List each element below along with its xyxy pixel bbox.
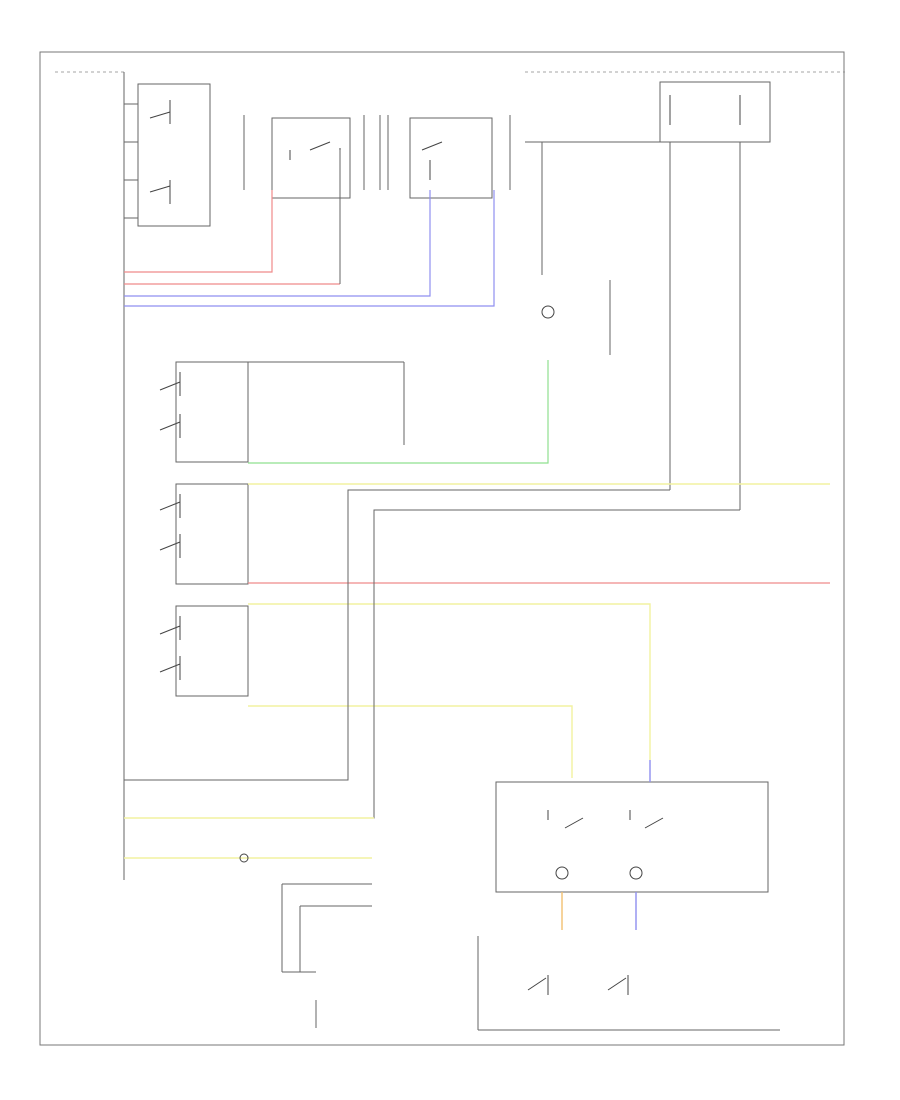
lower-connector — [239, 853, 372, 1028]
wire-yellow-3 — [248, 705, 573, 778]
middle-switch-group-2 — [159, 483, 249, 585]
driver-impact-sensor — [243, 115, 365, 199]
wire-gray-b — [124, 489, 670, 781]
fuse-relay-box — [525, 71, 845, 510]
wire-blue-1 — [124, 190, 431, 297]
seat-belt-switch-block — [55, 71, 211, 350]
wire-blue-2 — [124, 190, 495, 307]
passenger-impact-sensor — [379, 115, 511, 199]
middle-switch-group-3 — [159, 605, 249, 697]
airbag-module — [477, 936, 780, 1031]
middle-switch-group-1 — [123, 350, 405, 880]
wire-red-1 — [124, 190, 273, 273]
wire-yellow-2 — [248, 603, 651, 760]
wire-green — [248, 360, 549, 464]
clock-spring — [495, 760, 769, 930]
wire-gray-c — [124, 509, 740, 819]
diagram-frame — [39, 51, 845, 1046]
